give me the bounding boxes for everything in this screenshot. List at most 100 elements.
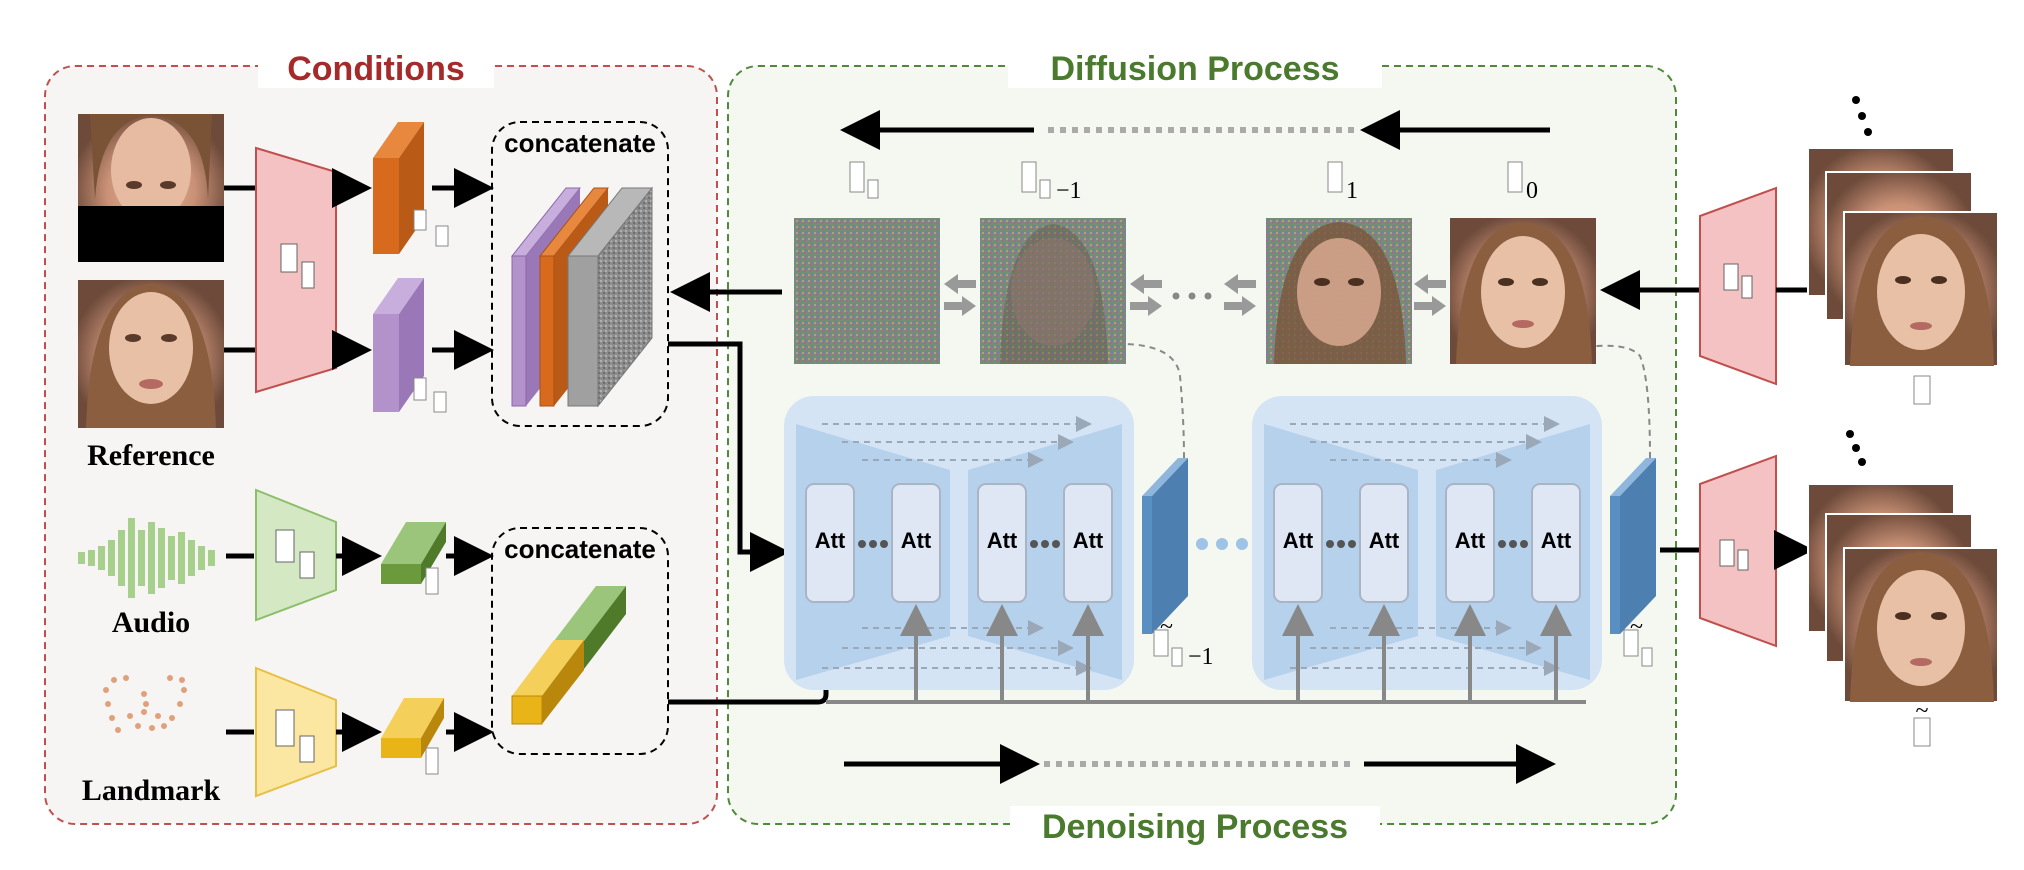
att-label: Att (1541, 528, 1572, 553)
ellipsis-dot (1348, 540, 1356, 548)
face-image-z0 (1450, 218, 1596, 364)
arrow-to-unet (668, 341, 790, 572)
noise-image-zt-1 (980, 218, 1126, 364)
latent-slab-t-1 (1142, 458, 1188, 634)
concatenate-label-bottom: concatenate (504, 534, 656, 564)
landmark-encoder (255, 666, 337, 798)
reference-label: Reference (87, 439, 215, 472)
ellipsis-dot (1041, 540, 1049, 548)
z-1-label: 1 (1346, 178, 1358, 204)
symbol-box (435, 225, 449, 247)
att-block (1445, 483, 1495, 603)
symbol-box (433, 391, 447, 413)
audio-waveform-icon (78, 518, 215, 598)
z-t-minus-1-label: −1 (1056, 178, 1082, 204)
ellipsis-dot-blue (1216, 538, 1228, 550)
decoder-symbol (1719, 539, 1735, 567)
att-block (1063, 483, 1113, 603)
encoder-symbol (299, 735, 315, 763)
z-tilde-t-symbol (1641, 647, 1653, 667)
att-block (891, 483, 941, 603)
ellipsis-dot (1030, 540, 1038, 548)
z-t-1-symbol (1021, 161, 1037, 193)
face-image-reference (78, 280, 224, 428)
noise-image-zt (794, 218, 940, 364)
att-label: Att (1455, 528, 1486, 553)
concatenated-features (510, 186, 654, 408)
concatenate-label-top: concatenate (504, 128, 656, 158)
symbol-box (413, 209, 427, 231)
symbol-box (425, 747, 439, 775)
att-block (977, 483, 1027, 603)
landmark-icon (103, 675, 187, 733)
att-label: Att (1283, 528, 1314, 553)
z-0-label: 0 (1526, 178, 1538, 204)
z-tilde-t-1-symbol (1153, 629, 1169, 657)
ellipsis-dot (1326, 540, 1334, 548)
z-t-symbol (849, 161, 865, 193)
encoder-symbol (275, 529, 295, 563)
ellipsis-dot-blue (1236, 538, 1248, 550)
ellipsis-dot (1052, 540, 1060, 548)
latent-slab-t (1610, 458, 1656, 634)
symbol-box (425, 567, 439, 595)
encoder-symbol (1741, 275, 1753, 299)
att-block (1359, 483, 1409, 603)
ellipsis-dot (869, 540, 877, 548)
symbol-box (413, 377, 427, 401)
denoising-title: Denoising Process (1042, 808, 1348, 846)
concatenate-box-top (491, 121, 669, 427)
att-block (1531, 483, 1581, 603)
att-label: Att (815, 528, 846, 553)
z-tilde-t-1-mark: ~ (1160, 614, 1173, 640)
ellipsis-dot (1509, 540, 1517, 548)
z-t-symbol (867, 179, 879, 199)
diffusion-title: Diffusion Process (1050, 50, 1339, 88)
encoder-symbol (275, 709, 295, 747)
att-block (1273, 483, 1323, 603)
ellipsis-dot-blue (1196, 538, 1208, 550)
encoder-symbol (299, 551, 315, 579)
denoising-title-bg (1010, 806, 1380, 848)
z-tilde-t-minus-1-label: −1 (1188, 644, 1214, 670)
att-label: Att (1369, 528, 1400, 553)
audio-encoder (255, 488, 337, 622)
att-label: Att (901, 528, 932, 553)
dashed-link (1125, 343, 1185, 459)
audio-label: Audio (112, 606, 190, 639)
ellipsis-dot (858, 540, 866, 548)
z-tilde-t-1-symbol (1171, 647, 1183, 667)
att-block (805, 483, 855, 603)
decoder-symbol (1737, 549, 1749, 571)
dashed-link (1595, 344, 1651, 459)
landmark-label: Landmark (82, 774, 221, 807)
diffusion-title-bg (1008, 46, 1382, 88)
z-1-symbol (1327, 161, 1343, 193)
concatenated-audio-landmark (511, 586, 626, 725)
z-tilde-t-mark: ~ (1630, 614, 1643, 640)
ellipsis-dot (880, 540, 888, 548)
conditions-title-bg (258, 46, 494, 88)
z-0-symbol (1507, 161, 1523, 193)
noise-image-z1 (1266, 218, 1412, 364)
face-image-masked (78, 114, 224, 262)
ellipsis-dot (1520, 540, 1528, 548)
video-frames-input (1807, 96, 1999, 367)
encoder-symbol (280, 243, 298, 273)
conditions-title: Conditions (287, 50, 465, 88)
gray-double-arrows (944, 274, 1446, 316)
z-tilde-t-symbol (1623, 629, 1639, 657)
arrow-to-att (668, 606, 846, 705)
encoder-symbol (301, 261, 315, 289)
concatenate-box-bottom (491, 527, 669, 755)
x-tilde-symbol (1913, 717, 1931, 747)
x-symbol (1913, 375, 1931, 405)
ellipsis-dot (1337, 540, 1345, 548)
z-t-1-symbol (1039, 179, 1051, 199)
landmark-feature (381, 698, 444, 758)
att-label: Att (1073, 528, 1104, 553)
att-label: Att (987, 528, 1018, 553)
ellipsis-dot (1498, 540, 1506, 548)
encoder-symbol (1723, 263, 1739, 291)
